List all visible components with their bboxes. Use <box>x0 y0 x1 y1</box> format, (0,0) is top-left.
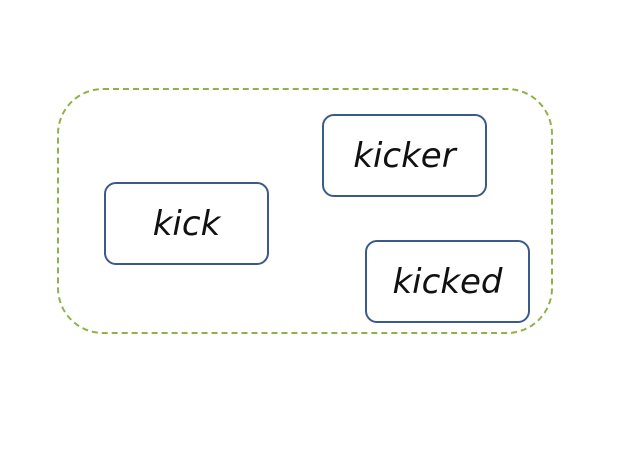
word-box-kicker: kicker <box>322 114 487 197</box>
word-label-kicked: kicked <box>392 261 503 302</box>
word-box-kick: kick <box>104 182 269 265</box>
word-family-group-outline <box>57 88 553 334</box>
word-box-kicked: kicked <box>365 240 530 323</box>
word-label-kicker: kicker <box>353 135 456 176</box>
word-label-kick: kick <box>152 203 221 244</box>
